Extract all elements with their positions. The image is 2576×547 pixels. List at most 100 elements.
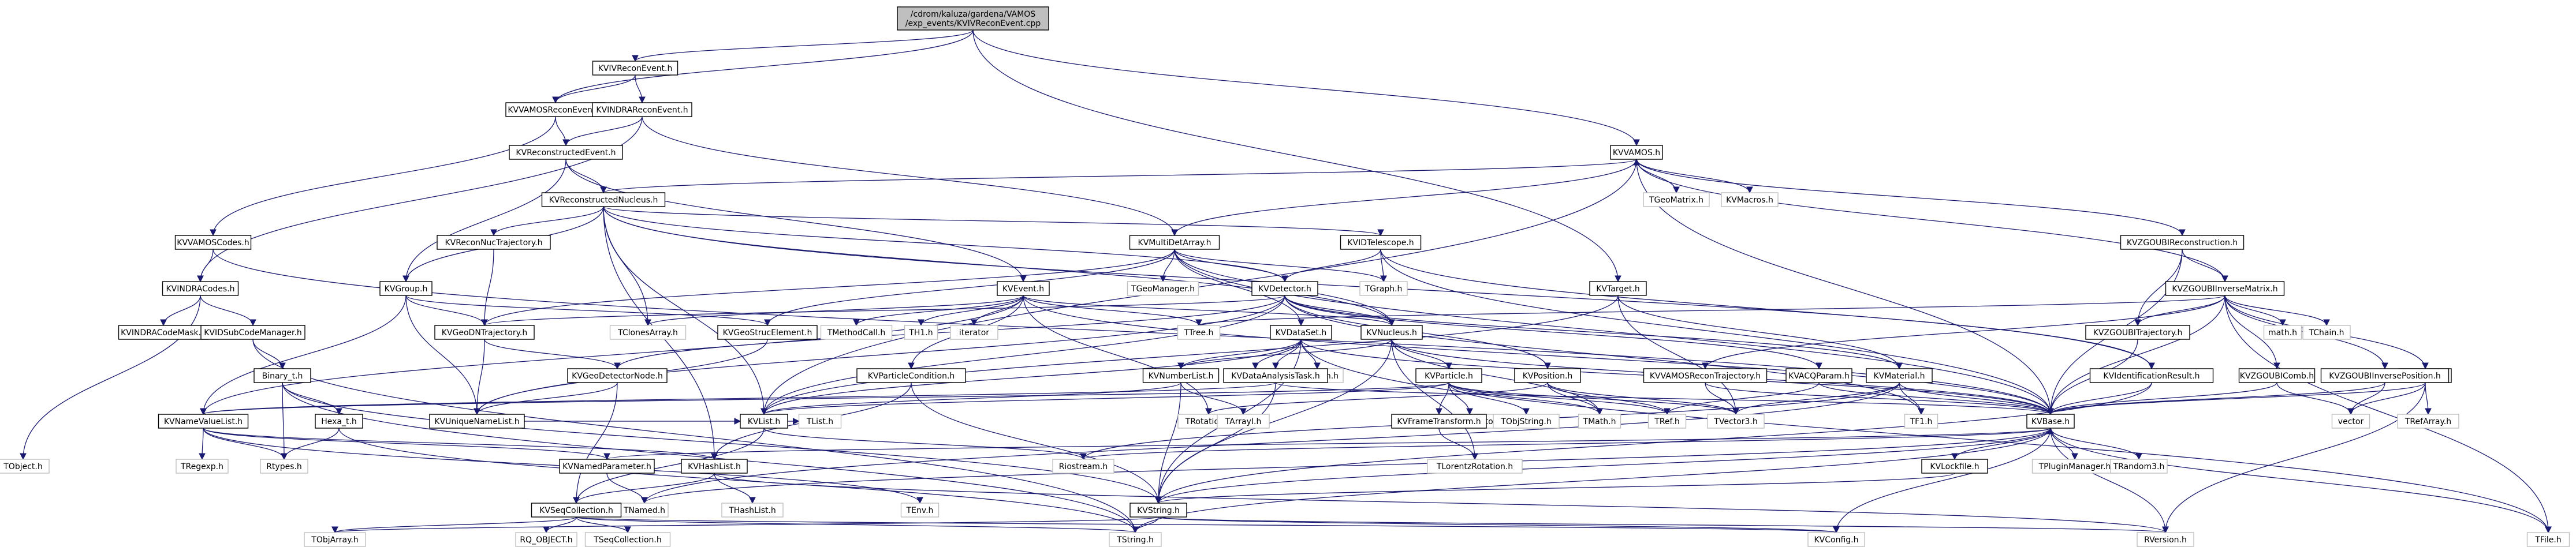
node-TRandom3[interactable]: TRandom3.h	[2110, 459, 2168, 474]
node-KVHashList[interactable]: KVHashList.h	[681, 459, 748, 474]
node-KVGeoDetectorNode[interactable]: KVGeoDetectorNode.h	[567, 368, 668, 383]
node-KVReconstructedNucleus[interactable]: KVReconstructedNucleus.h	[541, 192, 666, 207]
node-KVINDRACodeMask[interactable]: KVINDRACodeMask.h	[118, 325, 209, 340]
node-KVZGOUBITrajectory[interactable]: KVZGOUBITrajectory.h	[2085, 325, 2190, 340]
node-TObject[interactable]: TObject.h	[0, 459, 50, 474]
node-TGeoManager[interactable]: TGeoManager.h	[1127, 281, 1199, 296]
node-TList[interactable]: TList.h	[798, 414, 842, 429]
node-KVVAMOSReconEvent[interactable]: KVVAMOSReconEvent.h	[505, 102, 606, 117]
node-KVParticle[interactable]: KVParticle.h	[1415, 368, 1482, 383]
node-KVINDRAReconEvent[interactable]: KVINDRAReconEvent.h	[592, 102, 692, 117]
node-RVersion[interactable]: RVersion.h	[2137, 532, 2194, 547]
edge-KVZGOUBIInverseMatrix-TFile	[2224, 295, 2552, 534]
edge-KVReconstructedEvent-KVEvent	[565, 159, 1027, 283]
node-math[interactable]: math.h	[2263, 325, 2302, 340]
node-KVMaterial[interactable]: KVMaterial.h	[1866, 368, 1933, 383]
node-KVZGOUBIComb[interactable]: KVZGOUBIComb.h	[2238, 368, 2316, 383]
node-TMethodCall[interactable]: TMethodCall.h	[820, 325, 893, 340]
node-KVIVReconEvent[interactable]: KVIVReconEvent.h	[592, 61, 679, 76]
node-KVBase[interactable]: KVBase.h	[2026, 414, 2075, 429]
node-KVZGOUBIInverseMatrix[interactable]: KVZGOUBIInverseMatrix.h	[2165, 281, 2285, 296]
node-TH1[interactable]: TH1.h	[904, 325, 938, 340]
node-KVNameValueList[interactable]: KVNameValueList.h	[158, 414, 249, 429]
edge-KVVAMOS-TGeoMatrix	[1636, 159, 1680, 194]
node-RQ_OBJECT[interactable]: RQ_OBJECT.h	[515, 532, 577, 547]
node-KVList[interactable]: KVList.h	[740, 414, 788, 429]
node-KVDataSet[interactable]: KVDataSet.h	[1270, 325, 1332, 340]
node-TChain[interactable]: TChain.h	[2302, 325, 2351, 340]
edge-KVString-RVersion	[1158, 516, 2168, 534]
node-KVSeqCollection[interactable]: KVSeqCollection.h	[531, 503, 622, 518]
node-box	[2085, 325, 2190, 340]
node-KVIDSubCodeManager[interactable]: KVIDSubCodeManager.h	[200, 325, 305, 340]
node-TClonesArray[interactable]: TClonesArray.h	[609, 325, 687, 340]
node-KVNumberList[interactable]: KVNumberList.h	[1142, 368, 1220, 383]
node-TGeoMatrix[interactable]: TGeoMatrix.h	[1643, 192, 1710, 207]
node-KVIDTelescope[interactable]: KVIDTelescope.h	[1340, 235, 1422, 250]
node-KVReconstructedEvent[interactable]: KVReconstructedEvent.h	[509, 145, 623, 160]
node-KVACQParam[interactable]: KVACQParam.h	[1785, 368, 1852, 383]
node-TObjArray[interactable]: TObjArray.h	[304, 532, 366, 547]
node-KVEvent[interactable]: KVEvent.h	[997, 281, 1050, 296]
edge-Binary_t-Hexa_t	[282, 382, 342, 415]
node-KVTarget[interactable]: KVTarget.h	[1589, 281, 1647, 296]
node-KVVAMOSReconTrajectory[interactable]: KVVAMOSReconTrajectory.h	[1643, 368, 1768, 383]
node-TPluginManager[interactable]: TPluginManager.h	[2031, 459, 2118, 474]
node-box	[897, 6, 1049, 31]
node-KVNamedParameter[interactable]: KVNamedParameter.h	[559, 459, 655, 474]
node-KVString[interactable]: KVString.h	[1129, 503, 1187, 518]
node-KVMacros[interactable]: KVMacros.h	[1721, 192, 1779, 207]
node-TTree[interactable]: TTree.h	[1177, 325, 1221, 340]
node-TMath[interactable]: TMath.h	[1578, 414, 1621, 429]
node-Binary_t[interactable]: Binary_t.h	[254, 368, 311, 383]
node-KVIdentificationResult[interactable]: KVIdentificationResult.h	[2089, 368, 2214, 383]
node-KVVAMOS[interactable]: KVVAMOS.h	[1610, 145, 1663, 160]
node-TNamed[interactable]: TNamed.h	[620, 503, 669, 518]
edge-KVMaterial-TVector3	[1732, 382, 1900, 415]
node-iterator[interactable]: iterator	[950, 325, 998, 340]
node-KVDetector[interactable]: KVDetector.h	[1251, 281, 1318, 296]
node-TF1[interactable]: TF1.h	[1904, 414, 1938, 429]
node-Hexa_t[interactable]: Hexa_t.h	[315, 414, 363, 429]
node-KVZGOUBIInversePosition[interactable]: KVZGOUBIInversePosition.h	[2320, 368, 2450, 383]
node-TRefArray[interactable]: TRefArray.h	[2397, 414, 2459, 429]
node-TRegexp[interactable]: TRegexp.h	[176, 459, 229, 474]
node-TArrayI[interactable]: TArrayI.h	[1217, 414, 1270, 429]
node-KVDataAnalysisTask[interactable]: KVDataAnalysisTask.h	[1223, 368, 1328, 383]
node-KVParticleCondition[interactable]: KVParticleCondition.h	[856, 368, 966, 383]
node-KVMultiDetArray[interactable]: KVMultiDetArray.h	[1129, 235, 1220, 250]
node-box	[505, 102, 606, 117]
node-KVINDRACodes[interactable]: KVINDRACodes.h	[162, 281, 239, 296]
node-KVNucleus[interactable]: KVNucleus.h	[1360, 325, 1423, 340]
node-TEnv[interactable]: TEnv.h	[900, 503, 940, 518]
edge-KVPosition-TRef	[1547, 382, 1671, 415]
node-Rtypes[interactable]: Rtypes.h	[260, 459, 308, 474]
node-TRef[interactable]: TRef.h	[1647, 414, 1687, 429]
node-root[interactable]: /cdrom/kaluza/gardena/VAMOS/exp_events/K…	[897, 6, 1049, 31]
node-vector[interactable]: vector	[2331, 414, 2370, 429]
node-KVPosition[interactable]: KVPosition.h	[1514, 368, 1581, 383]
node-TVector3[interactable]: TVector3.h	[1707, 414, 1765, 429]
node-TGraph[interactable]: TGraph.h	[1359, 281, 1408, 296]
node-TFile[interactable]: TFile.h	[2526, 532, 2570, 547]
node-KVGroup[interactable]: KVGroup.h	[379, 281, 433, 296]
node-TSeqCollection[interactable]: TSeqCollection.h	[584, 532, 671, 547]
edge-KVEvent-KVNameValueList	[200, 295, 1024, 415]
node-TString[interactable]: TString.h	[1109, 532, 1162, 547]
node-KVUniqueNameList[interactable]: KVUniqueNameList.h	[429, 414, 525, 429]
node-TObjString[interactable]: TObjString.h	[1493, 414, 1560, 429]
node-KVGeoDNTrajectory[interactable]: KVGeoDNTrajectory.h	[434, 325, 535, 340]
node-KVZGOUBIReconstruction[interactable]: KVZGOUBIReconstruction.h	[2120, 235, 2245, 250]
node-KVFrameTransform[interactable]: KVFrameTransform.h	[1391, 414, 1487, 429]
node-TLorentzRotation[interactable]: TLorentzRotation.h	[1427, 459, 1523, 474]
node-KVReconNucTrajectory[interactable]: KVReconNucTrajectory.h	[437, 235, 551, 250]
node-KVConfig[interactable]: KVConfig.h	[1807, 532, 1865, 547]
node-Riostream[interactable]: Riostream.h	[1052, 459, 1114, 474]
node-label: KVDataAnalysisTask.h	[1231, 372, 1319, 381]
node-label: KVEvent.h	[1002, 284, 1044, 294]
node-KVGeoStrucElement[interactable]: KVGeoStrucElement.h	[717, 325, 818, 340]
node-KVLockfile[interactable]: KVLockfile.h	[1921, 459, 1988, 474]
node-THashList[interactable]: THashList.h	[721, 503, 784, 518]
node-KVVAMOSCodes[interactable]: KVVAMOSCodes.h	[174, 235, 252, 250]
edge-KVVAMOS-KVBase	[1636, 159, 2054, 415]
